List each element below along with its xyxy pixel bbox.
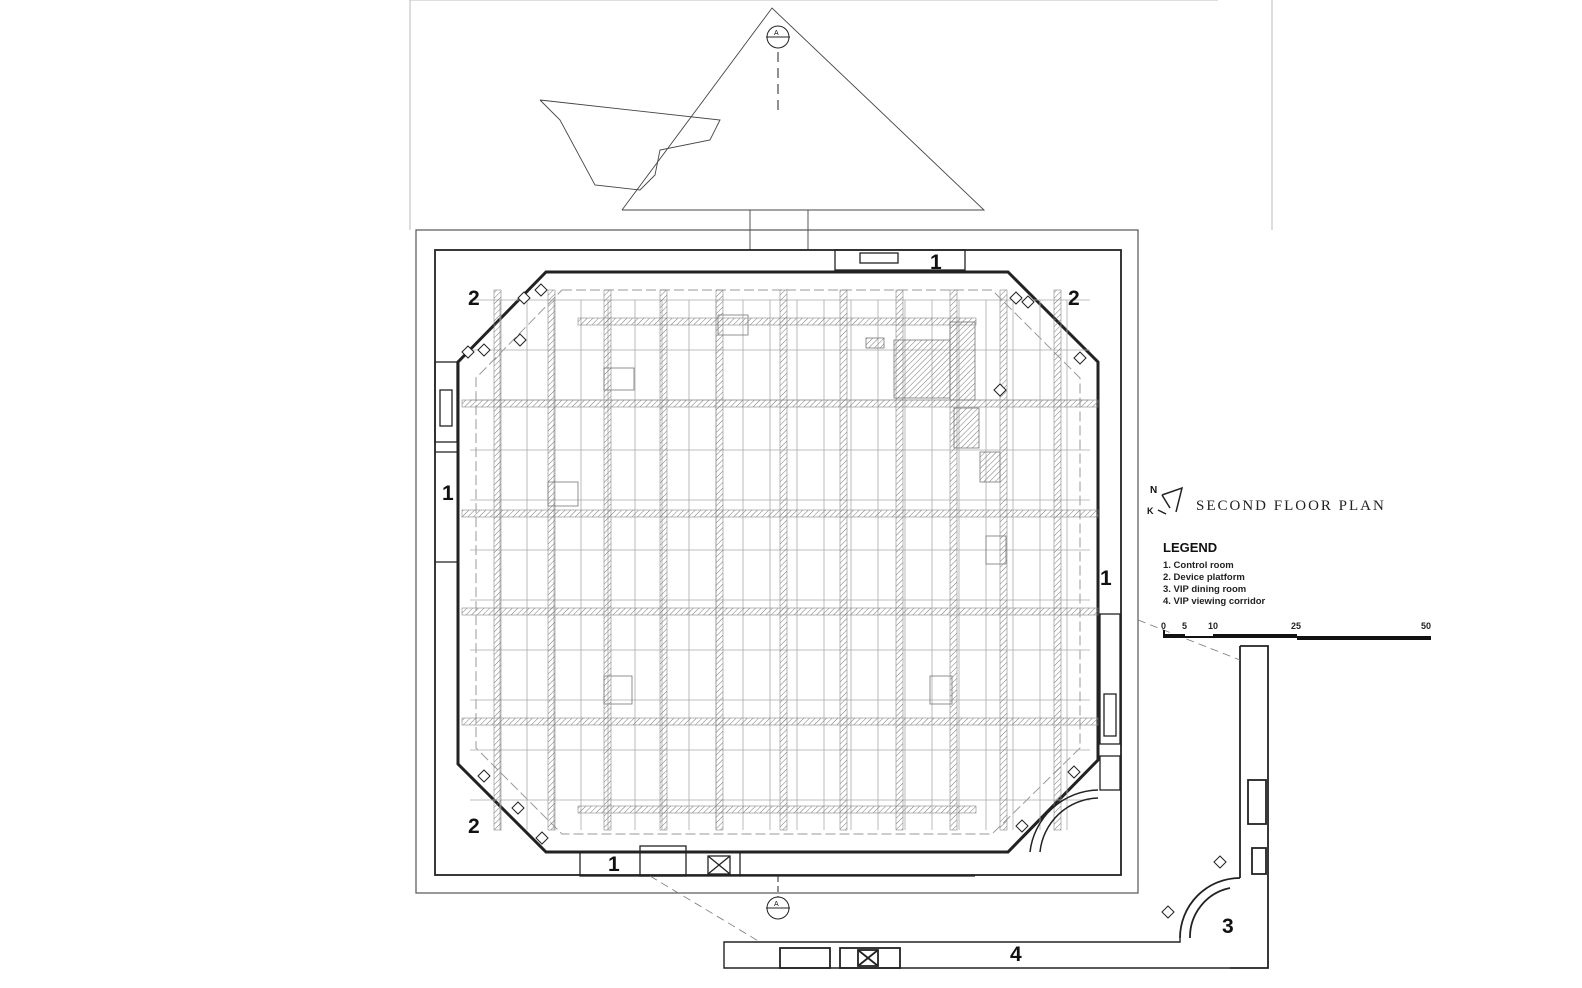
section-marker-label-bottom: A bbox=[774, 901, 779, 908]
bottom-cores bbox=[579, 845, 975, 877]
beam-vertical bbox=[547, 289, 556, 831]
structural-beams bbox=[461, 289, 1099, 831]
column-marker bbox=[1015, 819, 1029, 833]
entrance-canopy bbox=[539, 7, 986, 250]
beam-vertical bbox=[603, 289, 612, 831]
column-marker bbox=[461, 345, 475, 359]
scale-bar bbox=[1163, 630, 1431, 640]
scale-tick-0: 0 bbox=[1161, 621, 1167, 631]
north-letter: N bbox=[1150, 485, 1158, 496]
north-arrow-icon bbox=[1157, 486, 1184, 515]
beam-vertical bbox=[895, 289, 904, 831]
legend-item: 4. VIP viewing corridor bbox=[1163, 596, 1266, 607]
section-marker-label-top: A bbox=[774, 30, 779, 37]
scale-tick-10: 10 bbox=[1208, 621, 1219, 631]
column-marker bbox=[1009, 291, 1023, 305]
beam-vertical bbox=[493, 289, 502, 831]
column-marker bbox=[535, 831, 549, 845]
beam-horizontal bbox=[577, 317, 977, 326]
room-label-device-tl: 2 bbox=[468, 287, 480, 310]
beam-vertical bbox=[839, 289, 848, 831]
column-marker bbox=[1021, 295, 1035, 309]
outer-boundary bbox=[415, 229, 1139, 894]
room-label-control-top: 1 bbox=[930, 251, 942, 274]
legend-title: LEGEND bbox=[1163, 540, 1218, 555]
room-label-vip-dining: 3 bbox=[1222, 915, 1234, 938]
vip-curved-corner bbox=[1029, 789, 1099, 853]
column-marker bbox=[513, 333, 527, 347]
legend-item: 2. Device platform bbox=[1163, 572, 1245, 583]
section-marker-bottom bbox=[766, 876, 790, 920]
legend-list: 1. Control room 2. Device platform 3. VI… bbox=[1163, 560, 1265, 608]
room-label-device-bl: 2 bbox=[468, 815, 480, 838]
plan-title: SECOND FLOOR PLAN bbox=[1196, 498, 1386, 514]
beam-vertical bbox=[949, 289, 958, 831]
beam-horizontal bbox=[577, 805, 977, 814]
room-label-control-bottom: 1 bbox=[608, 853, 620, 876]
column-marker bbox=[517, 291, 531, 305]
north-secondary-letter: K bbox=[1147, 506, 1154, 516]
column-marker bbox=[534, 283, 548, 297]
equipment-blocks bbox=[547, 314, 1007, 705]
section-marker-top bbox=[766, 25, 790, 110]
room-label-device-tr: 2 bbox=[1068, 287, 1080, 310]
legend-item: 3. VIP dining room bbox=[1163, 584, 1247, 595]
column-marker bbox=[1073, 351, 1087, 365]
vip-wing bbox=[723, 645, 1269, 969]
beam-vertical bbox=[1053, 289, 1062, 831]
column-marker bbox=[1161, 905, 1175, 919]
column-marker bbox=[477, 343, 491, 357]
column-marker bbox=[1067, 765, 1081, 779]
column-marker bbox=[511, 801, 525, 815]
room-label-control-right: 1 bbox=[1100, 567, 1112, 590]
stadium-outer-wall bbox=[456, 270, 1100, 854]
beam-vertical bbox=[715, 289, 724, 831]
room-label-control-left: 1 bbox=[442, 482, 454, 505]
dashed-links bbox=[649, 619, 1241, 943]
scale-tick-50: 50 bbox=[1421, 621, 1432, 631]
legend: LEGEND 1. Control room 2. Device platfor… bbox=[1163, 540, 1265, 608]
scale-tick-25: 25 bbox=[1291, 621, 1302, 631]
beam-vertical bbox=[999, 289, 1008, 831]
column-marker bbox=[1213, 855, 1227, 869]
column-marker bbox=[993, 383, 1007, 397]
column-markers bbox=[461, 283, 1227, 919]
site-boundary bbox=[409, 0, 1273, 230]
side-cores bbox=[434, 249, 1121, 791]
beam-vertical bbox=[659, 289, 668, 831]
scale-tick-5: 5 bbox=[1182, 621, 1188, 631]
room-label-vip-corridor: 4 bbox=[1010, 943, 1022, 966]
column-marker bbox=[477, 769, 491, 783]
beam-vertical bbox=[779, 289, 788, 831]
legend-item: 1. Control room bbox=[1163, 560, 1234, 571]
